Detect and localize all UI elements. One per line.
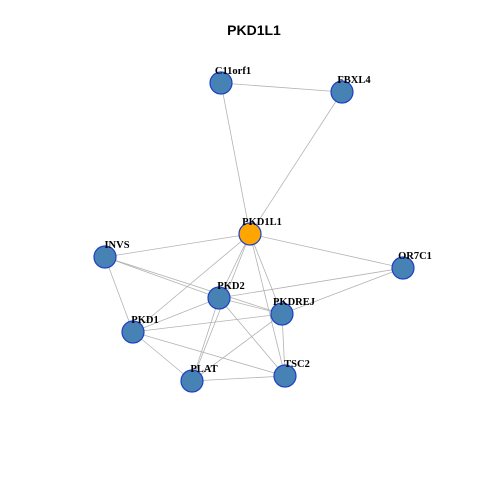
edge-pkd1l1-tsc2 <box>249 233 286 377</box>
node-pkd1l1: PKD1L1 <box>238 217 282 246</box>
edge-pkd1-plat <box>132 331 193 382</box>
edge-layer <box>104 82 404 382</box>
node-label: INVS <box>104 240 129 251</box>
node-label: TSC2 <box>284 359 310 370</box>
node-circle <box>391 256 415 280</box>
edge-pkd2-tsc2 <box>218 297 286 377</box>
node-pkd2: PKD2 <box>207 281 245 310</box>
node-circle <box>121 320 145 344</box>
node-pkdrej: PKDREJ <box>270 297 315 326</box>
edge-pkd1l1-or7c1 <box>249 233 404 269</box>
graph-title: PKD1L1 <box>227 22 281 38</box>
node-label: PKD1 <box>131 315 158 326</box>
edge-or7c1-pkdrej <box>281 267 404 315</box>
node-label: FBXL4 <box>337 75 371 86</box>
node-fbxl4: FBXL4 <box>330 75 371 104</box>
node-circle <box>270 302 294 326</box>
node-label: PKD2 <box>217 281 244 292</box>
edge-invs-pkd1 <box>104 256 134 333</box>
edge-invs-pkd2 <box>104 256 220 299</box>
edge-pkd1l1-pkd1 <box>132 233 251 333</box>
node-circle <box>93 245 117 269</box>
edge-or7c1-pkd2 <box>218 267 404 299</box>
node-or7c1: OR7C1 <box>391 251 432 280</box>
edge-pkd2-plat <box>191 297 220 382</box>
node-circle <box>209 71 233 95</box>
edge-c11orf1-fbxl4 <box>220 82 343 93</box>
node-label: PLAT <box>190 364 217 375</box>
node-label: PKD1L1 <box>242 217 282 228</box>
edge-invs-pkdrej <box>104 256 283 315</box>
node-label: PKDREJ <box>273 297 315 308</box>
edge-pkd1l1-pkdrej <box>249 233 283 315</box>
node-label: C11orf1 <box>215 66 251 77</box>
node-circle <box>273 364 297 388</box>
edge-pkd1l1-invs <box>104 233 251 258</box>
edge-pkd2-pkd1 <box>132 297 220 333</box>
node-pkd1: PKD1 <box>121 315 159 344</box>
edge-pkd1l1-pkd2 <box>218 233 251 299</box>
node-tsc2: TSC2 <box>273 359 310 388</box>
edge-pkd1-tsc2 <box>132 331 286 377</box>
node-plat: PLAT <box>180 364 218 393</box>
node-circle <box>207 286 231 310</box>
node-invs: INVS <box>93 240 130 269</box>
node-circle <box>330 80 354 104</box>
edge-pkdrej-plat <box>191 313 283 382</box>
node-circle <box>180 369 204 393</box>
edge-fbxl4-pkd1l1 <box>249 91 343 235</box>
node-c11orf1: C11orf1 <box>209 66 251 95</box>
node-label: OR7C1 <box>398 251 432 262</box>
node-circle <box>238 222 262 246</box>
edge-plat-tsc2 <box>191 375 286 382</box>
edge-pkdrej-pkd1 <box>132 313 283 333</box>
edge-c11orf1-pkd1l1 <box>220 82 251 235</box>
